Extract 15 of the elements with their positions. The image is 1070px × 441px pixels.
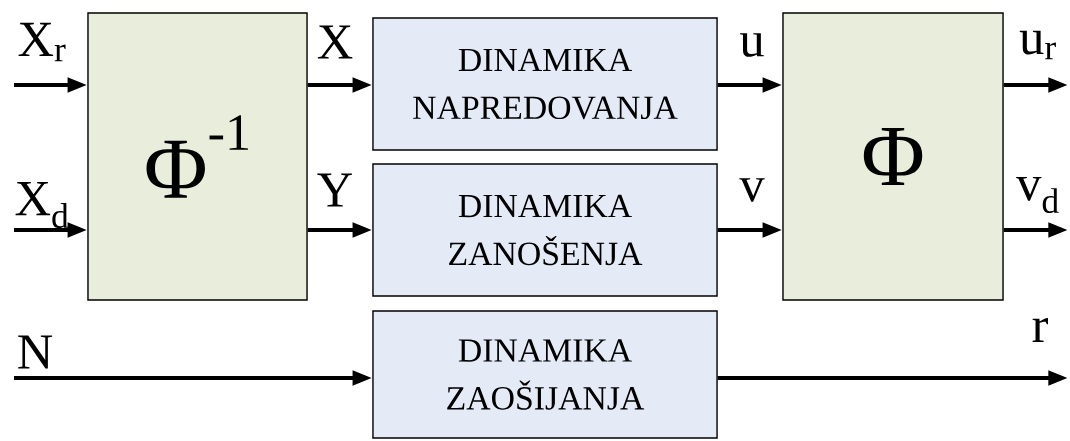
signal-label: v [739,178,765,202]
signal-label: u$_{r}$ [1019,30,1056,60]
signal-label: X$_{d}$ [15,182,69,229]
signal-label: v$_{d}$ [1016,176,1059,214]
signal-label: r [1032,318,1048,342]
block-box: DINAMIKA ZAOŠIJANJA [372,310,718,439]
signal-label: Y [317,173,352,207]
signal-label: u [740,33,764,57]
block-box: DINAMIKA ZANOŠENJA [372,163,718,297]
signal-label: N [18,335,53,369]
block-box: DINAMIKA NAPREDOVANJA [372,17,718,151]
block-box: Φ [782,12,1004,301]
signal-label: X$_{r}$ [18,22,66,62]
block-box: Φ$^{-1}$ [87,12,308,301]
signal-label: X [317,25,353,59]
